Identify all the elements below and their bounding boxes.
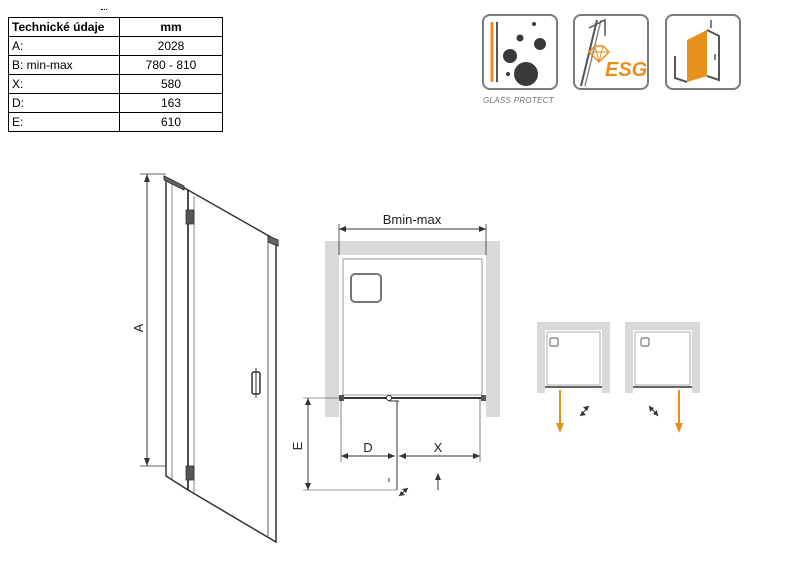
reversible-door-badge <box>665 14 741 90</box>
width-label-b: Bmin-max <box>383 212 442 227</box>
spec-table: Technické údaje mm A: 2028 B: min-max 78… <box>8 17 223 132</box>
dim-label-d: D <box>363 440 372 455</box>
variant-right <box>625 322 700 433</box>
height-label-a: A <box>131 323 146 332</box>
table-header-row: Technické údaje mm <box>8 17 223 37</box>
door-icon <box>674 20 720 83</box>
esg-icon: ESG <box>580 18 647 87</box>
dim-label-e: E <box>290 441 305 450</box>
table-row: E: 610 <box>8 112 223 132</box>
esg-label: ESG <box>605 59 647 81</box>
plan-view <box>303 224 500 497</box>
table-row: B: min-max 780 - 810 <box>8 55 223 75</box>
dim-label-x: X <box>434 440 443 455</box>
door-elevation <box>140 173 279 544</box>
table-tick-mark <box>101 9 107 14</box>
table-row: D: 163 <box>8 93 223 113</box>
variant-left <box>537 322 610 433</box>
table-header-unit: mm <box>119 17 223 37</box>
table-row: X: 580 <box>8 74 223 94</box>
glass-protect-badge <box>482 14 558 90</box>
glass-protect-caption: GLASS PROTECT <box>483 96 555 105</box>
glass-protect-icon <box>490 22 546 86</box>
row-value: 163 <box>119 93 223 113</box>
esg-badge: ESG <box>573 14 649 90</box>
row-value: 610 <box>119 112 223 132</box>
